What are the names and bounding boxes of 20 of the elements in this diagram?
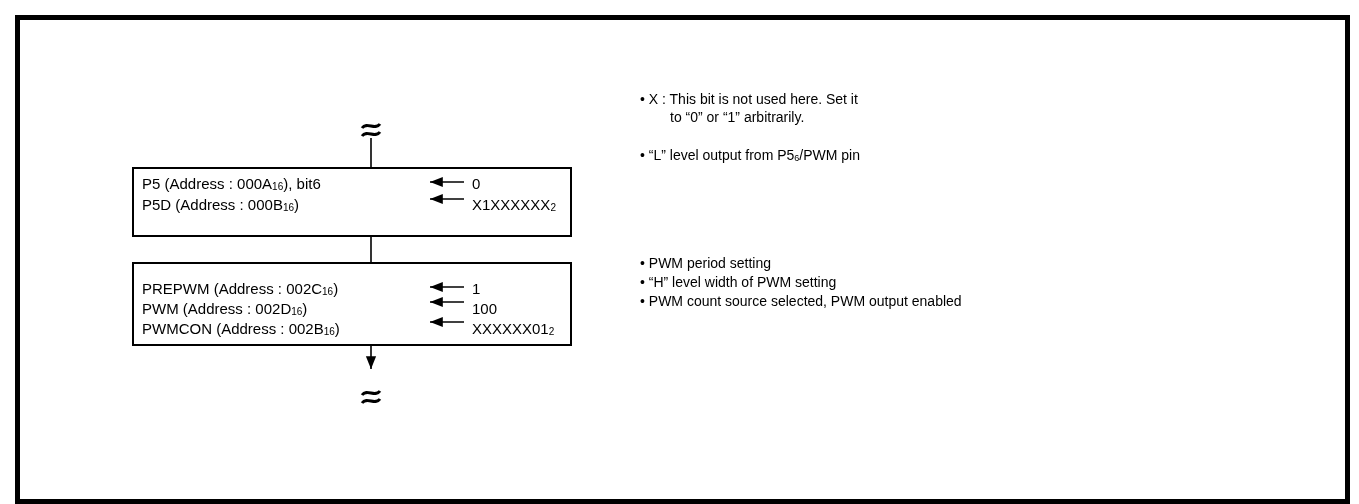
register-name: P5 (Address : 000A$_{16}$), bit6 <box>142 175 321 194</box>
connector-line <box>370 236 372 263</box>
note-text: • PWM period setting <box>640 254 771 272</box>
register-value: 100 <box>472 300 498 317</box>
note-text: • PWM count source selected, PWM output enabled <box>640 292 962 310</box>
connector-line <box>370 137 372 168</box>
process-box <box>132 262 572 346</box>
arrow <box>365 345 377 370</box>
register-value: XXXXXX01$_{2}$ <box>472 320 555 339</box>
register-name: P5D (Address : 000B$_{16}$) <box>142 196 300 215</box>
register-value: 1 <box>472 280 481 297</box>
process-box <box>132 167 572 237</box>
register-name: PREPWM (Address : 002C$_{16}$) <box>142 280 339 299</box>
register-name: PWM (Address : 002D$_{16}$) <box>142 300 308 319</box>
note-text: • “H” level width of PWM setting <box>640 273 837 291</box>
register-value: 0 <box>472 175 481 192</box>
note-text: • “L” level output from P5$_{6}$/PWM pin <box>640 146 860 165</box>
note-text: • X : This bit is not used here. Set it to “0” or “1” arbitrarily. <box>640 90 859 126</box>
register-name: PWMCON (Address : 002B$_{16}$) <box>142 320 340 339</box>
register-value: X1XXXXXX$_{2}$ <box>472 196 556 215</box>
